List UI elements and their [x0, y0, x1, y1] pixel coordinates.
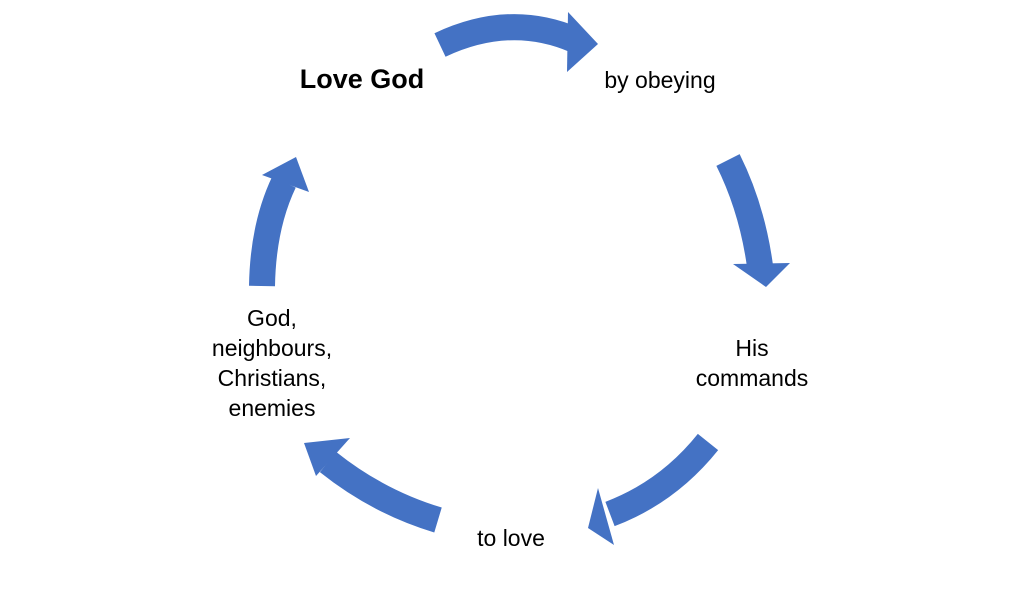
node-line: neighbours, — [211, 335, 333, 361]
node-line: His — [735, 335, 769, 361]
node-line: commands — [695, 365, 809, 391]
node-to-love: to love — [477, 525, 545, 551]
node-by-obeying: by obeying — [604, 67, 716, 93]
arrowhead-1 — [567, 12, 598, 72]
node-his-commands: His commands — [696, 333, 808, 393]
node-line: Christians, — [217, 365, 327, 391]
arrow-love-god-to-by-obeying — [434, 14, 581, 57]
arrowhead-5 — [262, 157, 309, 192]
arrow-targets-to-love-god — [249, 176, 296, 287]
node-line: God, — [247, 305, 297, 331]
arrow-his-commands-to-to-love — [605, 433, 719, 527]
arrow-by-obeying-to-his-commands — [716, 154, 773, 268]
arrowhead-3 — [588, 488, 614, 545]
node-line: enemies — [228, 395, 316, 421]
arrowhead-2 — [733, 263, 790, 287]
arrowhead-4 — [304, 438, 350, 476]
arrow-to-love-to-targets — [319, 451, 442, 533]
node-targets: God, neighbours, Christians, enemies — [212, 303, 332, 423]
node-love-god: Love God — [299, 64, 425, 94]
